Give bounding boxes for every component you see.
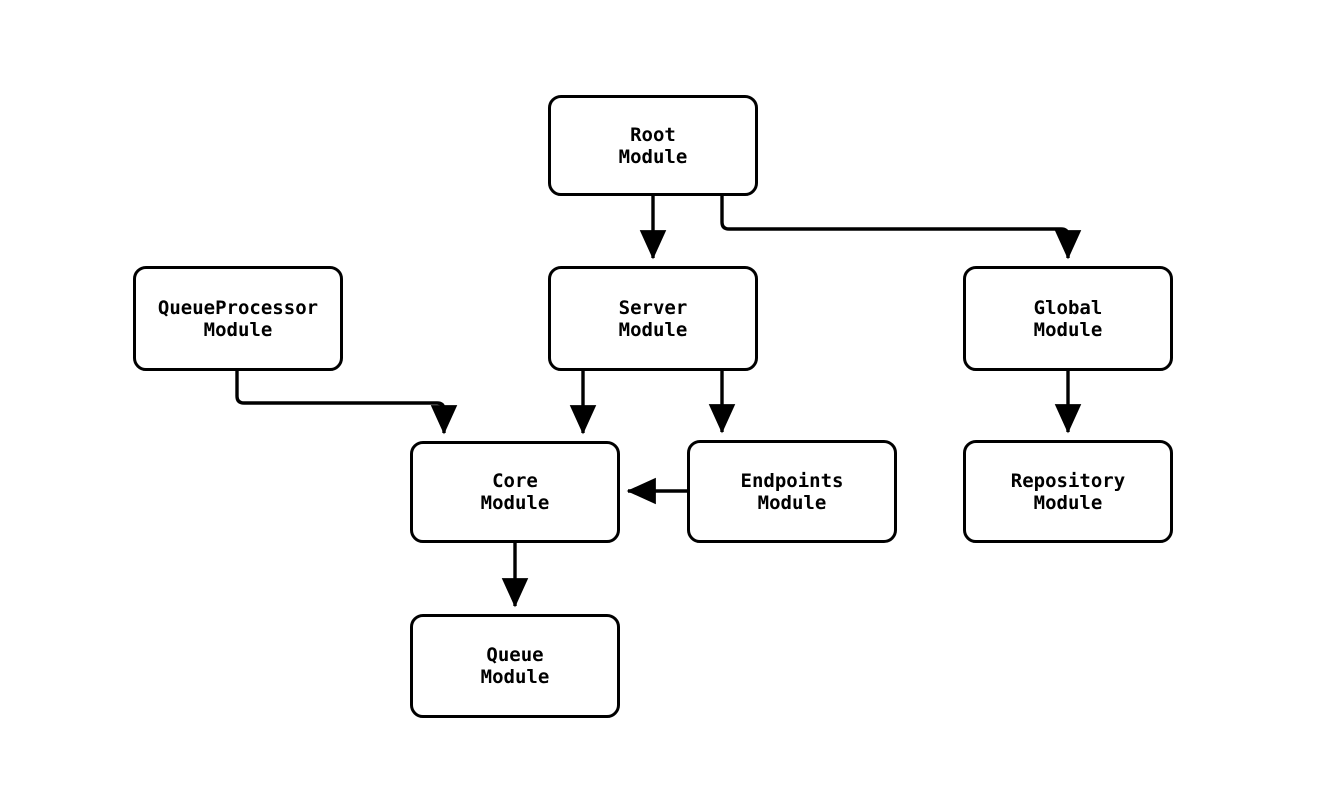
node-label-queueprocessor: QueueProcessor Module — [157, 296, 319, 341]
node-global[interactable]: Global Module — [963, 266, 1173, 371]
node-label-repository: Repository Module — [1010, 469, 1126, 514]
node-label-core: Core Module — [480, 470, 550, 514]
node-label-global: Global Module — [1033, 296, 1103, 341]
node-queueprocessor[interactable]: QueueProcessor Module — [133, 266, 343, 371]
node-endpoints[interactable]: Endpoints Module — [687, 440, 897, 543]
node-server[interactable]: Server Module — [548, 266, 758, 371]
node-core[interactable]: Core Module — [410, 441, 620, 543]
edge-root-global — [720, 196, 1082, 260]
node-label-root: Root Module — [618, 123, 688, 168]
node-repository[interactable]: Repository Module — [963, 440, 1173, 543]
edge-queueprocessor-core — [235, 371, 458, 435]
node-label-queue: Queue Module — [480, 644, 550, 688]
node-label-endpoints: Endpoints Module — [740, 469, 844, 514]
node-root[interactable]: Root Module — [548, 95, 758, 196]
node-label-server: Server Module — [618, 296, 688, 341]
node-queue[interactable]: Queue Module — [410, 614, 620, 718]
